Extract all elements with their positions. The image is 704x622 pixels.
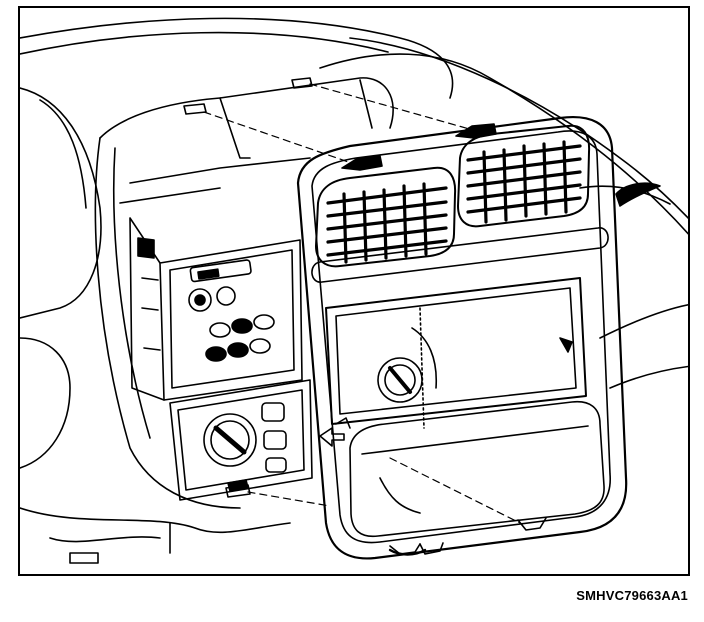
dash-cavity bbox=[94, 77, 394, 509]
dashboard-upper-outline bbox=[20, 17, 688, 469]
retaining-clip-icon bbox=[183, 77, 497, 498]
alignment-arrow-icon bbox=[203, 83, 521, 524]
exploded-view-illustration bbox=[20, 17, 688, 564]
figure-reference-code: SMHVC79663AA1 bbox=[576, 588, 688, 603]
center-air-outlet-left bbox=[315, 166, 457, 268]
figure-frame bbox=[18, 6, 690, 576]
radio-head-unit bbox=[129, 217, 303, 401]
hvac-control-assembly bbox=[169, 379, 313, 501]
instrument-panel-center-trim-bezel bbox=[296, 116, 628, 560]
dashboard-lower-outline bbox=[20, 303, 688, 564]
center-air-outlet-right bbox=[457, 124, 591, 228]
arrow-pointer-icon bbox=[319, 417, 351, 447]
